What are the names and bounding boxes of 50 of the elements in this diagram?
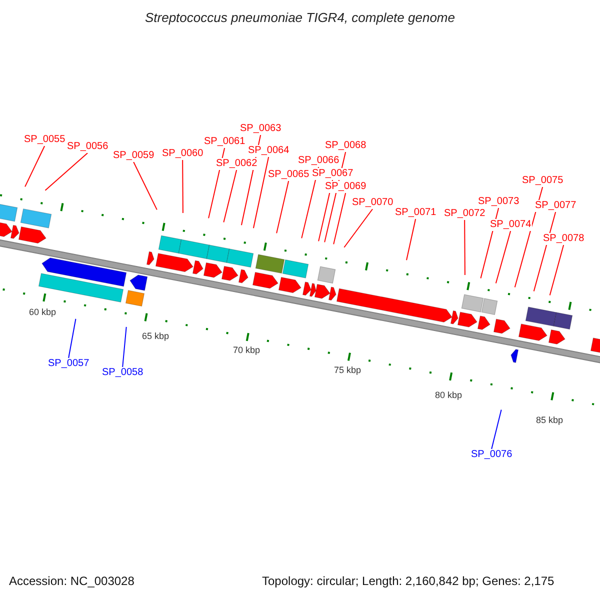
gene-label: SP_0063 xyxy=(239,123,282,135)
leader-line xyxy=(495,230,512,284)
gene-label: SP_0064 xyxy=(247,145,290,157)
leader-line xyxy=(464,220,466,276)
gene-label: SP_0061 xyxy=(203,136,246,148)
gene-label: SP_0066 xyxy=(297,155,340,167)
leader-line xyxy=(68,318,76,358)
gene-label: SP_0075 xyxy=(521,175,564,187)
gene-label: SP_0058 xyxy=(101,367,144,379)
genome-info-text: Topology: circular; Length: 2,160,842 bp; Genes: 2,175 xyxy=(262,574,554,588)
scale-label: 65 kbp xyxy=(142,330,170,342)
leader-line xyxy=(406,218,416,261)
gene-label: SP_0078 xyxy=(542,233,586,245)
gene-label: SP_0065 xyxy=(267,169,310,181)
leader-line xyxy=(182,160,184,214)
gene-label: SP_0071 xyxy=(394,207,438,219)
leader-line xyxy=(514,186,544,288)
gene-label: SP_0062 xyxy=(215,158,258,170)
gene-label: SP_0060 xyxy=(161,148,204,160)
gene-label: SP_0059 xyxy=(112,150,156,162)
scale-label: 80 kbp xyxy=(435,389,462,401)
gene-label: SP_0055 xyxy=(23,134,66,146)
leader-line xyxy=(344,208,374,248)
leader-line xyxy=(276,180,290,234)
gene-label: SP_0076 xyxy=(470,449,514,461)
accession-text: Accession: NC_003028 xyxy=(9,574,134,588)
scale-label: 60 kbp xyxy=(29,306,56,318)
gene-label: SP_0057 xyxy=(47,358,90,370)
gene-label: SP_0072 xyxy=(443,208,486,220)
gene-label: SP_0070 xyxy=(351,197,394,209)
gene-label: SP_0068 xyxy=(324,140,368,152)
leader-line xyxy=(122,326,127,368)
leader-line xyxy=(549,244,564,296)
map-title: Streptococcus pneumoniae TIGR4, complete genome xyxy=(144,10,456,26)
scale-label: 85 kbp xyxy=(536,414,564,426)
gene-label: SP_0074 xyxy=(489,219,532,231)
leader-line xyxy=(44,152,88,191)
gene-label: SP_0056 xyxy=(66,141,110,153)
scale-label: 75 kbp xyxy=(334,364,362,376)
gene-label: SP_0067 xyxy=(311,168,354,180)
scale-label: 70 kbp xyxy=(233,344,260,356)
leader-line xyxy=(252,156,270,229)
leader-line xyxy=(133,162,158,210)
leader-line xyxy=(491,409,502,450)
leader-line xyxy=(333,192,346,245)
leader-line xyxy=(223,170,238,223)
gene-label: SP_0073 xyxy=(477,196,520,208)
gene-label: SP_0077 xyxy=(534,200,578,212)
gene-label: SP_0069 xyxy=(324,181,368,193)
leader-line xyxy=(24,146,46,188)
